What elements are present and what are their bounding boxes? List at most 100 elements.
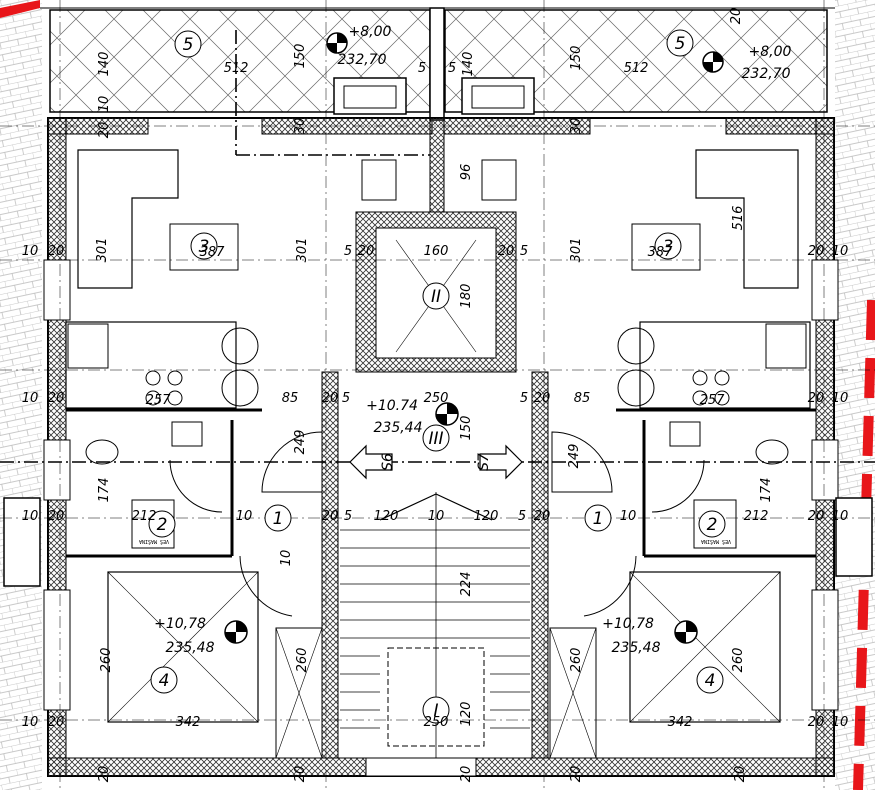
right-exterior-box — [835, 497, 873, 577]
dim-wall-right-10: 10 — [832, 509, 849, 524]
dim-wall-left-20: 20 — [48, 509, 65, 524]
dim-balcony-left-150: 150 — [293, 44, 308, 69]
dim-bedroom-right-wardrobe-260: 260 — [569, 648, 584, 673]
dim-hall-right-85: 85 — [574, 391, 591, 406]
central-shaft-column — [429, 117, 445, 213]
dim-bottom-mid2-20: 20 — [459, 766, 474, 783]
arrow-right-s7 — [479, 444, 523, 480]
left-window-2 — [43, 439, 71, 501]
room-number-hall: III — [428, 429, 443, 449]
room-number-bedroom-left: 4 — [159, 671, 170, 691]
dim-hall-left-249: 249 — [293, 430, 308, 455]
dim-bottom-mid3-20: 20 — [569, 766, 584, 783]
dim-kitchen-right-10: 10 — [832, 391, 849, 406]
bedroom-left-level-top: +10,78 — [154, 616, 206, 632]
dim-balcony-30-right: 30 — [569, 118, 584, 135]
left-exterior-box — [3, 497, 41, 587]
washing-machine-tag-left: VEŠ MAŠINA — [139, 538, 169, 545]
dim-bedroom-right-20: 20 — [808, 715, 825, 730]
dim-balcony-20-top: 20 — [729, 8, 744, 25]
dim-entry-left-5: 5 — [344, 509, 352, 524]
room-circle-balcony-right — [666, 29, 694, 57]
dim-bottom-left-20: 20 — [97, 766, 112, 783]
room-number-balcony-left: 5 — [183, 35, 194, 55]
dim-hall-250: 250 — [424, 391, 449, 406]
right-bed-diag-2 — [629, 571, 781, 723]
balcony-left-level-bottom: 232,70 — [338, 52, 387, 68]
left-kitchen-counter — [65, 321, 237, 409]
room-circle-bedroom-right — [696, 666, 724, 694]
dim-living-right-area: 387 — [648, 245, 674, 260]
dim-stair-120: 120 — [459, 702, 474, 727]
dim-living-96: 96 — [459, 164, 474, 181]
right-armchair — [481, 159, 517, 201]
right-planter — [461, 77, 535, 115]
dim-entry-right-10: 10 — [620, 509, 637, 524]
balcony-right-level-top: +8,00 — [749, 44, 792, 60]
right-wardrobe — [549, 627, 597, 759]
left-wardrobe — [275, 627, 323, 759]
dim-living-left-20: 20 — [48, 244, 65, 259]
right-washbasin — [669, 421, 701, 447]
right-hob-2 — [714, 370, 730, 386]
right-coffee-table — [631, 223, 701, 271]
door-swing-bedroom-left — [239, 555, 293, 617]
dim-entry-left-20: 20 — [322, 509, 339, 524]
left-stool-1 — [221, 327, 259, 365]
right-stool-2 — [617, 369, 655, 407]
left-hob-2 — [167, 370, 183, 386]
dim-partition-10: 10 — [279, 550, 294, 567]
dim-entry-right-5: 5 — [518, 509, 526, 524]
right-stool-1 — [617, 327, 655, 365]
door-swing-hall-right — [551, 431, 613, 493]
dim-living-right-301: 301 — [569, 238, 584, 263]
dim-balcony-30-left: 30 — [293, 118, 308, 135]
dim-balcony-left-140: 140 — [97, 52, 112, 77]
arrow-left-s6 — [349, 444, 393, 480]
right-hob-1 — [692, 370, 708, 386]
dim-wall-right-20: 20 — [808, 509, 825, 524]
room-circle-bath-right — [698, 510, 726, 538]
room-circle-living-right — [654, 232, 682, 260]
dim-entry-mid-10: 10 — [428, 509, 445, 524]
dim-bedroom-left-10: 10 — [22, 715, 39, 730]
dim-entry-120-right: 120 — [474, 509, 499, 524]
right-kitchen-counter — [639, 321, 811, 409]
dim-balcony-mid-5: 5 — [418, 61, 426, 76]
balcony-divider — [429, 7, 445, 121]
room-number-bedroom-right: 4 — [705, 671, 716, 691]
right-fridge — [765, 323, 807, 369]
room-number-bath-left: 2 — [157, 515, 168, 535]
dim-stair-250: 250 — [424, 715, 449, 730]
room-circle-stair — [422, 696, 450, 724]
room-circle-balcony-left — [174, 30, 202, 58]
left-sofa — [77, 149, 179, 289]
dim-core-left-5: 5 — [344, 244, 352, 259]
left-bed-diag-2 — [107, 571, 259, 723]
dim-entry-120-left: 120 — [374, 509, 399, 524]
dim-hall-right-20: 20 — [534, 391, 551, 406]
left-hob-1 — [145, 370, 161, 386]
dim-living-left-10: 10 — [22, 244, 39, 259]
room-circle-elevator — [422, 282, 450, 310]
door-swing-bath-left — [169, 459, 223, 513]
right-window-2 — [811, 439, 839, 501]
left-toilet — [85, 439, 119, 465]
left-fridge — [67, 323, 109, 369]
dim-entry-left-10: 10 — [236, 509, 253, 524]
room-circle-living-left — [190, 232, 218, 260]
right-wardrobe-diag-2 — [549, 627, 597, 759]
bedroom-right-level-bottom: 235,48 — [612, 640, 661, 656]
right-window-3 — [811, 589, 839, 711]
room-circle-entry-right — [584, 504, 612, 532]
dim-balcony-left-20: 20 — [97, 122, 112, 139]
dim-living-right-10: 10 — [832, 244, 849, 259]
dim-elevator-160: 160 — [424, 244, 449, 259]
room-number-elevator: II — [431, 287, 441, 307]
room-number-entry-right: 1 — [593, 509, 604, 529]
dim-living-left-area: 387 — [200, 245, 226, 260]
dim-balcony-right-140: 140 — [461, 52, 476, 77]
left-window-3 — [43, 589, 71, 711]
dim-balcony-right-512: 512 — [624, 61, 649, 76]
